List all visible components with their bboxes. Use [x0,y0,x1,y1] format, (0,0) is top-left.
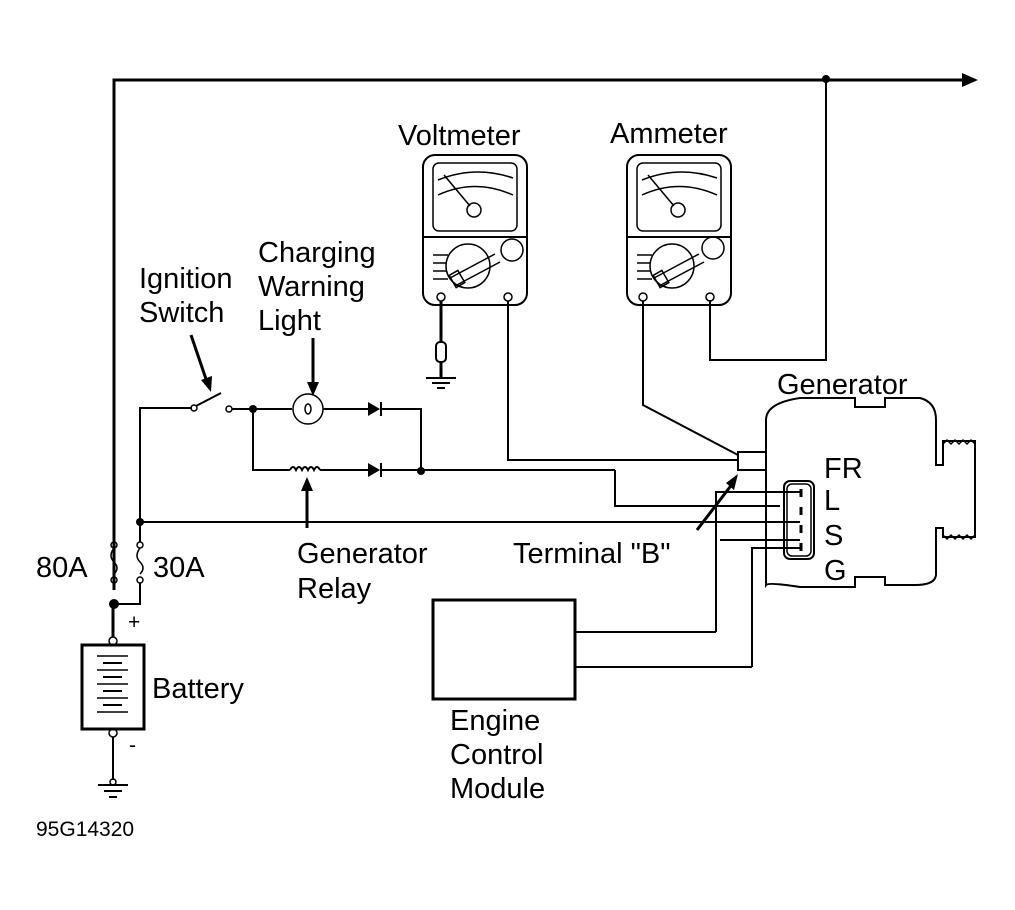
terminal-b-label: Terminal "B" [513,538,671,570]
fuse-30a [114,522,144,605]
diode-icon [368,463,380,477]
switch-icon [195,392,222,407]
lamp-icon [292,393,324,425]
voltmeter-lead-wire [507,301,738,461]
pulley-icon [942,438,976,446]
arrow-icon [201,376,212,392]
fuse-30a-label: 30A [153,552,205,584]
terminal-fr-label: FR [824,453,863,485]
generator-label: Generator [777,369,908,401]
arrow-right-icon [962,73,978,87]
ignition-switch-label: Ignition Switch [139,263,241,329]
fuse-icon [136,547,144,575]
arrow-icon [301,477,313,491]
connector-plug [783,480,815,560]
ecm-box [431,598,577,701]
fuse-80a [110,541,118,584]
ground-icon [98,784,128,798]
terminal-l-label: L [824,485,840,517]
arrow-icon [307,382,319,396]
voltmeter-label: Voltmeter [398,120,521,152]
generator-relay-label: Generator Relay [297,538,436,605]
fuse-icon [110,547,118,575]
voltmeter [422,154,528,306]
voltmeter-ground-lead [426,301,456,389]
generator-wiring [575,491,800,668]
ignition-switch-circuit [139,392,780,522]
junction-dot [822,75,830,83]
resistor-icon [435,341,447,363]
figure-id: 95G14320 [36,818,134,841]
switch-contact [190,404,198,412]
battery-minus-label: - [129,734,136,757]
label-pointers [189,334,738,531]
battery-plus-label: + [128,611,140,634]
terminal-b [737,451,767,471]
ground-icon [426,377,456,389]
battery-label: Battery [152,673,244,705]
arrow-icon [726,474,738,490]
generator [737,397,976,589]
ammeter [626,154,732,306]
terminal-g-label: G [824,555,847,587]
coil-icon [289,466,321,473]
diode-icon [368,402,380,416]
ecm-label: Engine Control Module [450,705,552,805]
top-bus-wire [112,73,978,590]
charging-warning-light-label: Charging Warning Light [258,237,384,337]
fuse-80a-label: 80A [36,552,88,584]
battery [80,604,146,798]
ammeter-label: Ammeter [610,118,728,150]
ammeter-lead-wire [642,301,739,456]
terminal-s-label: S [824,520,843,552]
battery-icon [80,643,146,731]
